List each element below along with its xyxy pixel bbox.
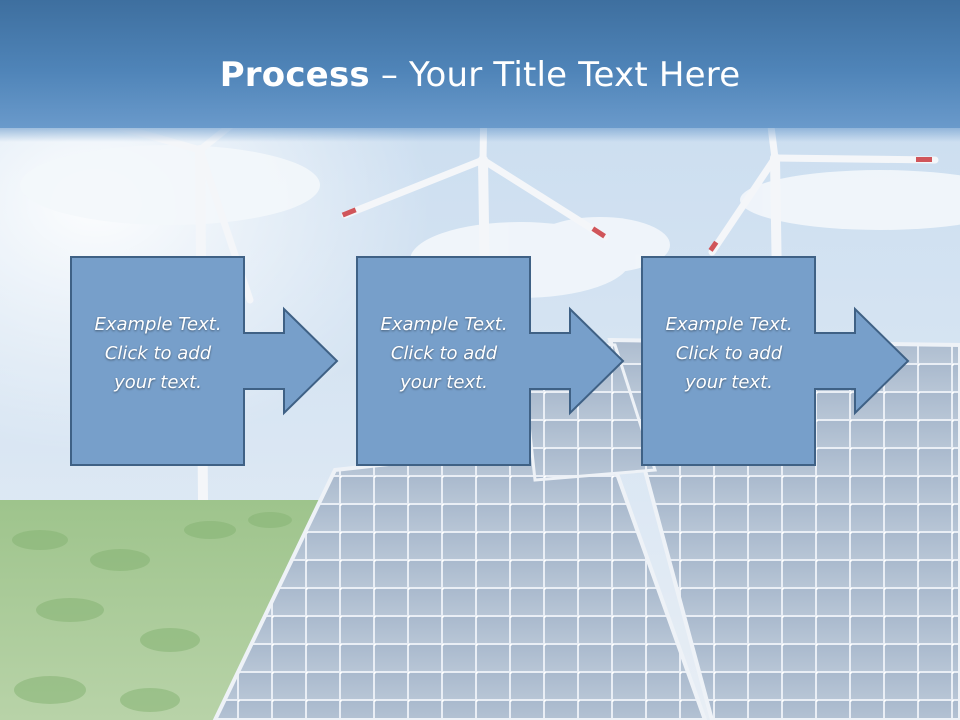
process-step-2[interactable]: Example Text. Click to add your text. xyxy=(356,256,626,468)
title-bar xyxy=(0,0,960,142)
slide-title[interactable]: Process – Your Title Text Here xyxy=(0,52,960,98)
crop-field xyxy=(0,500,335,720)
process-step-3[interactable]: Example Text. Click to add your text. xyxy=(641,256,911,468)
title-bold: Process xyxy=(219,55,370,95)
step-text[interactable]: Example Text. Click to add your text. xyxy=(380,314,508,393)
step-text[interactable]: Example Text. Click to add your text. xyxy=(94,314,222,393)
process-step-1[interactable]: Example Text. Click to add your text. xyxy=(70,256,340,468)
arrow-box-shape xyxy=(70,256,339,466)
title-rest: – Your Title Text Here xyxy=(369,55,741,95)
arrow-box-shape xyxy=(641,256,910,466)
arrow-box-shape xyxy=(356,256,625,466)
step-text[interactable]: Example Text. Click to add your text. xyxy=(665,314,793,393)
